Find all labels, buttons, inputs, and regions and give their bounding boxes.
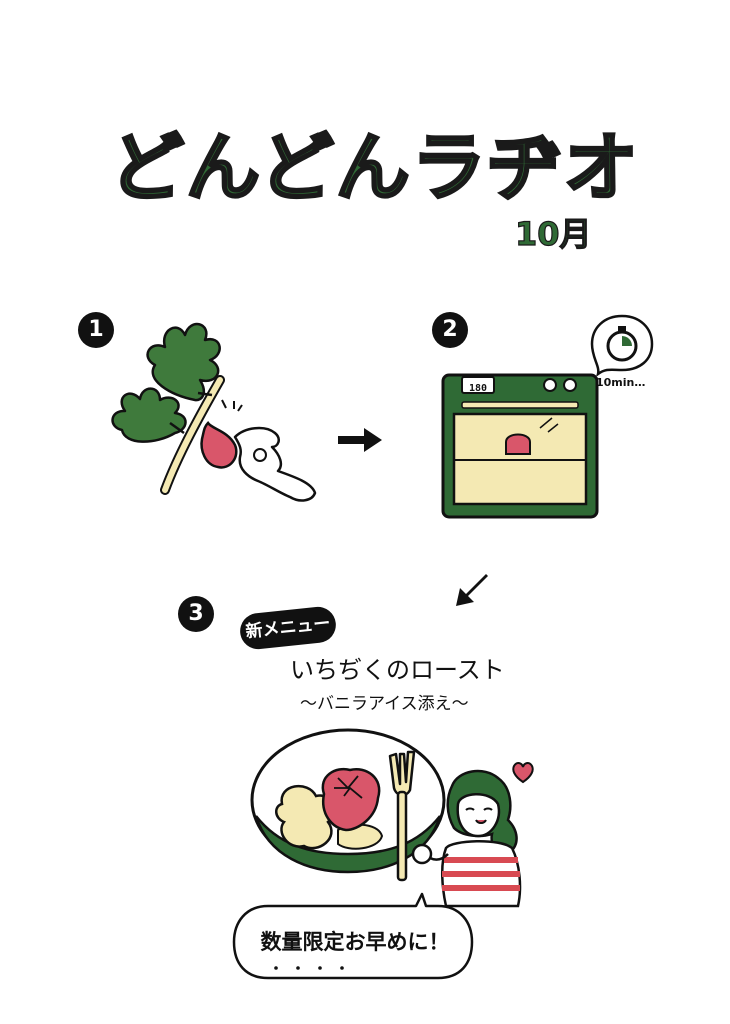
timer-icon bbox=[590, 314, 654, 376]
oven-temperature-display: 180 bbox=[468, 383, 488, 394]
page-title: どんどんラヂオ bbox=[109, 124, 640, 213]
fork-icon bbox=[388, 750, 416, 882]
speech-text: 数量限定お早めに！ bbox=[260, 930, 450, 954]
oven-illustration bbox=[441, 373, 599, 519]
fig-branch-illustration bbox=[111, 322, 317, 502]
hand-icon bbox=[233, 426, 317, 502]
step-1-number: 1 bbox=[78, 312, 114, 348]
menu-subtitle: 〜バニラアイス添え〜 bbox=[300, 694, 469, 714]
menu-name: いちぢくのロースト bbox=[290, 656, 505, 684]
heart-icon bbox=[512, 762, 534, 784]
arrow-right-icon bbox=[338, 428, 382, 452]
fig-leaf-icon bbox=[111, 387, 187, 443]
roasted-fig-icon bbox=[321, 767, 381, 832]
new-menu-badge: 新メニュー bbox=[238, 605, 338, 651]
month-label: 10月 bbox=[514, 214, 592, 253]
timer-label: 10min… bbox=[596, 376, 646, 389]
speech-bubble bbox=[232, 892, 474, 980]
step-3-number: 3 bbox=[178, 596, 214, 632]
fig-icon bbox=[200, 421, 238, 469]
arrow-down-left-icon bbox=[456, 574, 488, 606]
fig-leaf-icon bbox=[146, 322, 221, 402]
step-2-number: 2 bbox=[432, 312, 468, 348]
girl-illustration bbox=[388, 750, 522, 908]
